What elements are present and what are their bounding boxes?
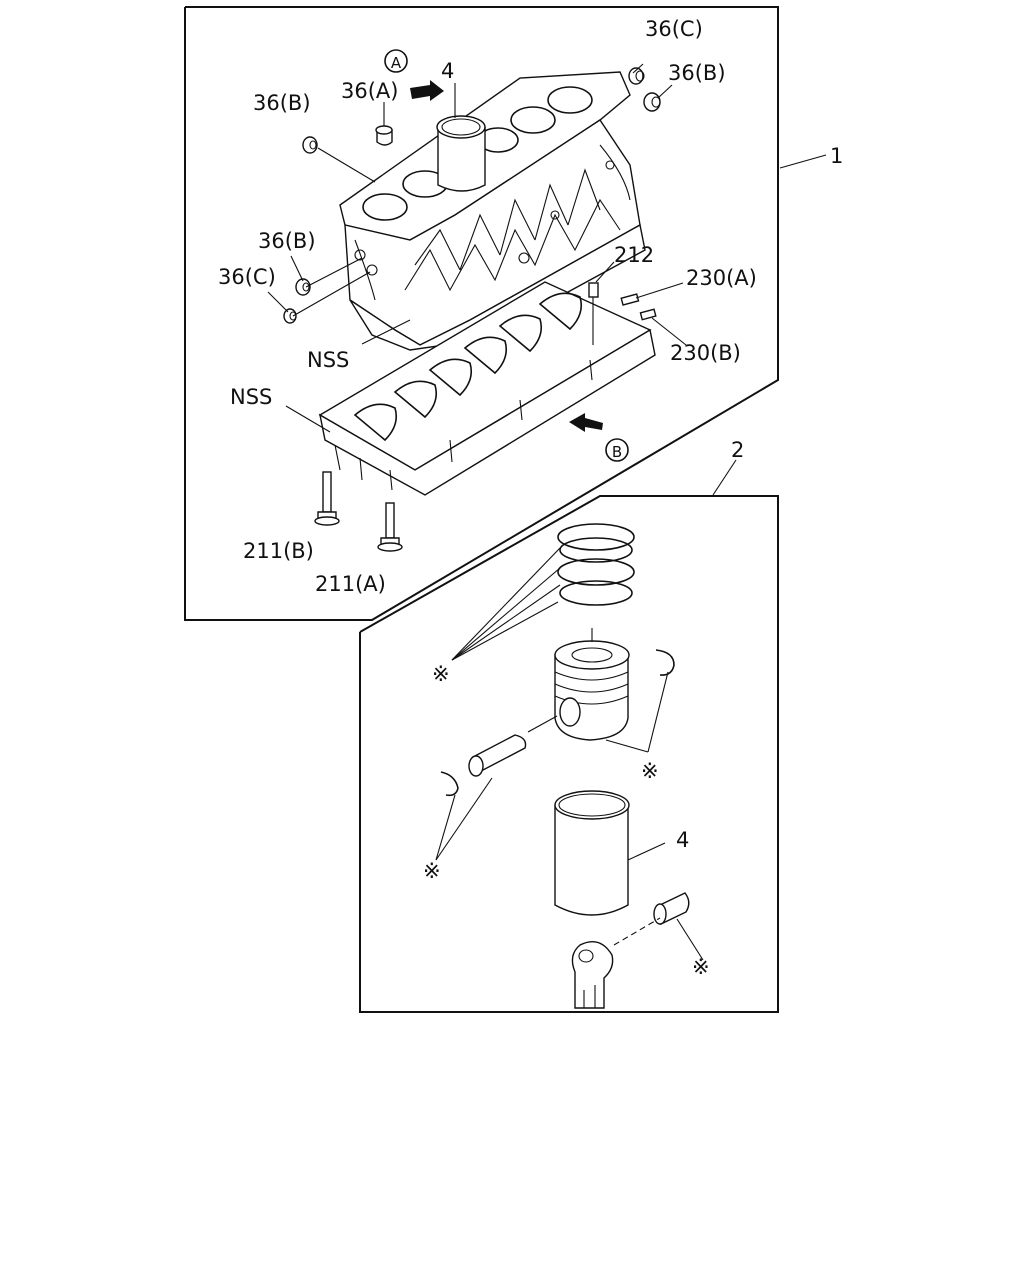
arrow-b-icon — [569, 413, 603, 432]
asterisk-snap-right: ※ — [641, 759, 659, 783]
piston-rings — [557, 523, 635, 606]
label-2: 2 — [731, 438, 744, 462]
asterisk-snap-left: ※ — [423, 859, 441, 883]
label-230b: 230(B) — [670, 341, 741, 365]
piston-pin — [468, 734, 527, 777]
plug-36b-left — [302, 136, 318, 154]
label-36c-mid: 36(C) — [218, 265, 276, 289]
snap-ring-left — [440, 771, 459, 797]
marker-b: B — [605, 438, 629, 462]
label-36b-mid: 36(B) — [258, 229, 316, 253]
label-211a: 211(A) — [315, 572, 386, 596]
snap-ring-right — [655, 649, 675, 676]
label-36c-top: 36(C) — [645, 17, 703, 41]
asterisk-bearing: ※ — [692, 955, 710, 979]
label-211b: 211(B) — [243, 539, 314, 563]
svg-text:B: B — [612, 443, 622, 461]
label-36a: 36(A) — [341, 79, 398, 103]
cylinder-liner — [554, 790, 630, 916]
leader-lines — [267, 63, 827, 961]
label-1: 1 — [830, 144, 843, 168]
label-4-top: 4 — [441, 59, 454, 83]
label-nss-upper: NSS — [307, 348, 349, 372]
label-36b-right: 36(B) — [668, 61, 726, 85]
connecting-rod — [571, 941, 614, 1009]
frame-piston-group — [359, 495, 779, 1013]
plug-36b-mid — [295, 278, 311, 296]
pin-212 — [588, 282, 599, 345]
label-230a: 230(A) — [686, 266, 757, 290]
bearing-shell — [653, 892, 690, 926]
label-36b-left: 36(B) — [253, 91, 311, 115]
dowel-230b — [639, 308, 657, 321]
dowel-230a — [620, 293, 640, 306]
piston — [554, 640, 630, 741]
frame-block-group — [184, 6, 779, 621]
bolt-211b — [314, 471, 340, 526]
arrow-a-icon — [410, 80, 444, 101]
plug-36c-mid — [283, 308, 297, 324]
svg-text:A: A — [391, 54, 402, 72]
label-nss-lower: NSS — [230, 385, 272, 409]
bolt-211a — [377, 502, 403, 552]
plug-36a — [375, 125, 393, 146]
ladder-frame — [318, 281, 656, 496]
plug-36b-right — [643, 92, 661, 112]
label-4-lower: 4 — [676, 828, 689, 852]
asterisk-rings: ※ — [432, 662, 450, 686]
plug-36c-top — [628, 67, 645, 85]
marker-a: A — [384, 49, 408, 73]
label-212: 212 — [614, 243, 654, 267]
